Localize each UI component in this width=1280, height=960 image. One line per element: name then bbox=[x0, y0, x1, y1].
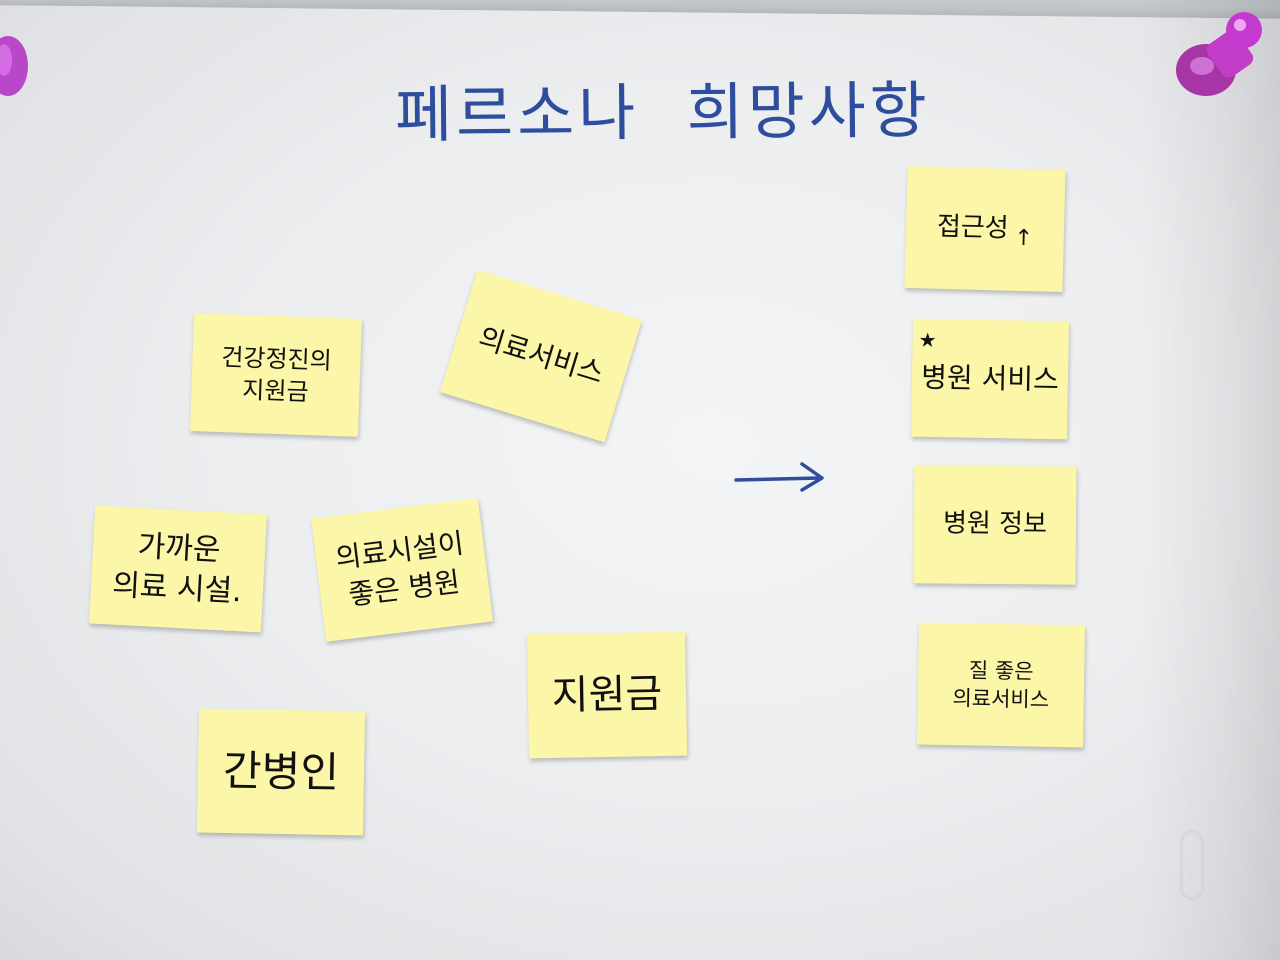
sticky-note: ★ 병원 서비스 bbox=[910, 318, 1070, 440]
push-pin-icon bbox=[1176, 12, 1262, 96]
sticky-note: 건강정진의 지원금 bbox=[189, 313, 363, 437]
sticky-note: 질 좋은 의료서비스 bbox=[916, 622, 1086, 748]
push-pin-icon bbox=[0, 36, 28, 96]
arrow-right-icon bbox=[734, 462, 824, 492]
note-text: 간병인 bbox=[222, 745, 340, 797]
note-text: 의료 시설. bbox=[111, 567, 243, 610]
note-text: 질 좋은 bbox=[968, 658, 1034, 684]
sticky-note: 지원금 bbox=[526, 631, 688, 759]
paper-mark bbox=[1180, 830, 1204, 900]
note-text: 의료서비스 bbox=[474, 321, 608, 391]
sticky-note: 의료시설이 좋은 병원 bbox=[311, 498, 493, 642]
note-text: 접근성 bbox=[936, 212, 1010, 245]
note-text: 의료서비스 bbox=[952, 686, 1050, 712]
note-text: 병원 서비스 bbox=[920, 360, 1060, 397]
board-title: 페르소나 희망사항 bbox=[394, 73, 932, 152]
sticky-note: 접근성 ↑ bbox=[904, 165, 1066, 293]
up-arrow-icon: ↑ bbox=[1014, 225, 1034, 252]
note-text: 병원 정보 bbox=[942, 509, 1048, 540]
note-text: 가까운 bbox=[136, 528, 222, 568]
sticky-note: 가까운 의료 시설. bbox=[89, 505, 267, 633]
sticky-note: 병원 정보 bbox=[913, 465, 1077, 585]
sticky-note: 간병인 bbox=[196, 708, 366, 836]
note-text: 지원금 bbox=[241, 375, 310, 407]
paper-edge-shadow bbox=[1140, 0, 1280, 960]
note-text: 지원금 bbox=[551, 671, 663, 719]
star-icon: ★ bbox=[918, 327, 937, 353]
note-text: 건강정진의 bbox=[220, 342, 333, 375]
